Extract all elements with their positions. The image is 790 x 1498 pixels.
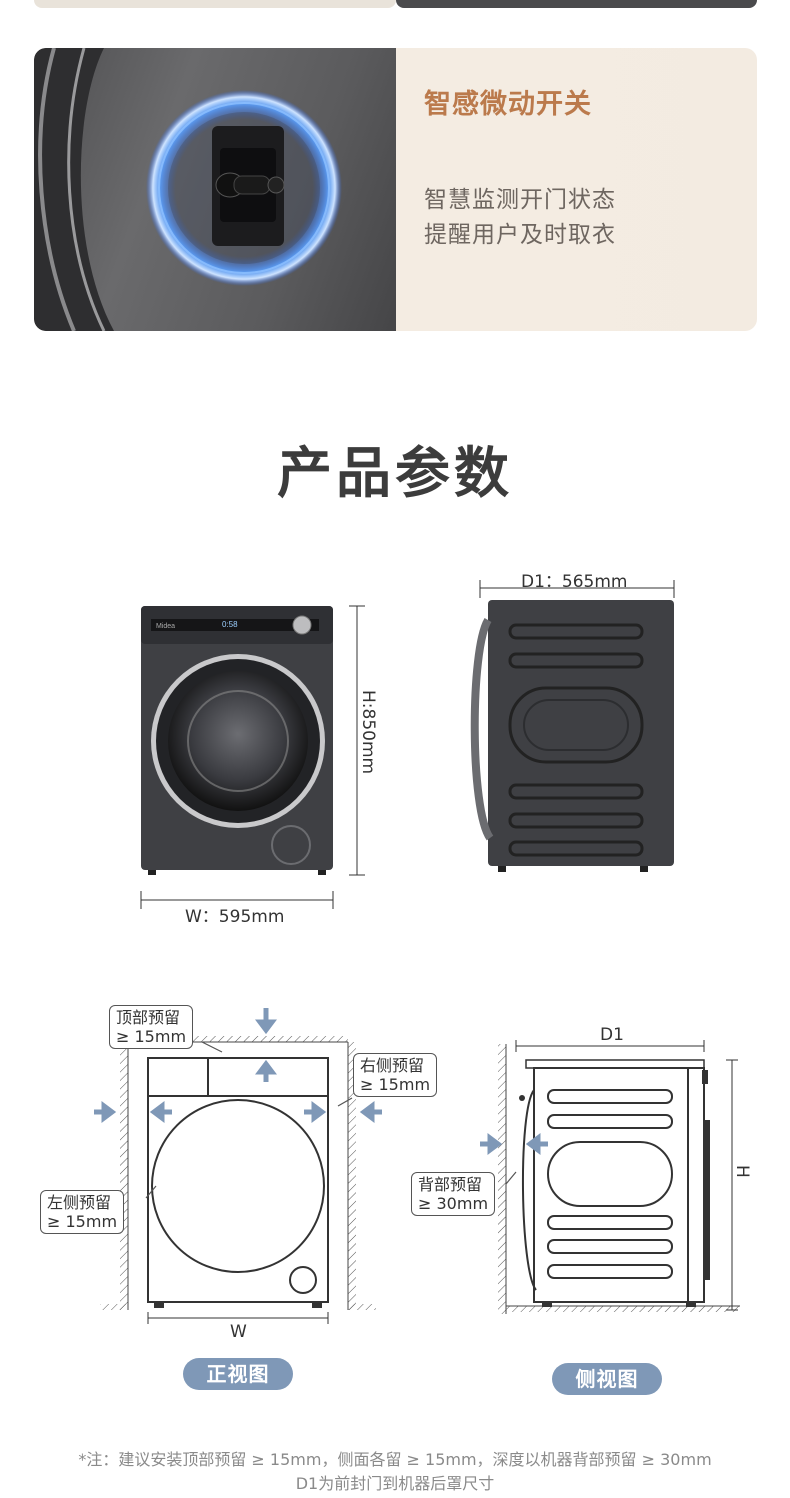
depth-dimension-label: D1：565mm bbox=[521, 572, 628, 592]
height-dimension-label: H:850mm bbox=[358, 690, 378, 775]
callout-left-clearance: 左侧预留 ≥ 15mm bbox=[40, 1190, 125, 1234]
callout-back-title: 背部预留 bbox=[418, 1175, 483, 1194]
note-line-1: *注：建议安装顶部预留 ≥ 15mm，侧面各留 ≥ 15mm，深度以机器背部预留… bbox=[78, 1450, 712, 1469]
feature-title: 智感微动开关 bbox=[424, 89, 592, 120]
washer-side-view bbox=[470, 580, 675, 872]
width-dimension-label: W：595mm bbox=[185, 907, 285, 927]
install-h-label: H bbox=[732, 1165, 752, 1178]
front-view-pill: 正视图 bbox=[183, 1358, 293, 1390]
callout-left-value: ≥ 15mm bbox=[47, 1212, 118, 1231]
note-line-2: D1为前封门到机器后罩尺寸 bbox=[295, 1474, 495, 1493]
callout-right-title: 右侧预留 bbox=[360, 1056, 425, 1075]
door-switch-illustration bbox=[34, 48, 342, 331]
door-switch-photo bbox=[34, 48, 396, 331]
previous-card-edge-right bbox=[396, 0, 757, 8]
brand-logo: Midea bbox=[156, 623, 175, 630]
callout-right-value: ≥ 15mm bbox=[360, 1075, 431, 1094]
callout-back-value: ≥ 30mm bbox=[418, 1194, 489, 1213]
section-title-product-params: 产品参数 bbox=[276, 441, 513, 505]
install-d1-label: D1 bbox=[600, 1025, 624, 1045]
side-view-pill: 侧视图 bbox=[552, 1363, 662, 1395]
callout-right-clearance: 右侧预留 ≥ 15mm bbox=[353, 1053, 438, 1097]
callout-top-title: 顶部预留 bbox=[116, 1008, 181, 1027]
feature-desc-line-1: 智慧监测开门状态 bbox=[424, 187, 616, 213]
feature-desc-line-2: 提醒用户及时取衣 bbox=[424, 222, 616, 248]
install-w-label: W bbox=[230, 1322, 247, 1342]
washer-front-view: Midea 0:58 bbox=[140, 605, 365, 909]
previous-card-edge-left bbox=[34, 0, 396, 8]
callout-top-value: ≥ 15mm bbox=[116, 1027, 187, 1046]
callout-back-clearance: 背部预留 ≥ 30mm bbox=[411, 1172, 496, 1216]
callout-left-title: 左侧预留 bbox=[47, 1193, 112, 1212]
install-front-diagram bbox=[94, 1008, 382, 1324]
display-readout: 0:58 bbox=[222, 620, 238, 629]
callout-top-clearance: 顶部预留 ≥ 15mm bbox=[109, 1005, 194, 1049]
feature-card-micro-switch bbox=[34, 48, 757, 331]
install-side-diagram bbox=[480, 1040, 740, 1314]
